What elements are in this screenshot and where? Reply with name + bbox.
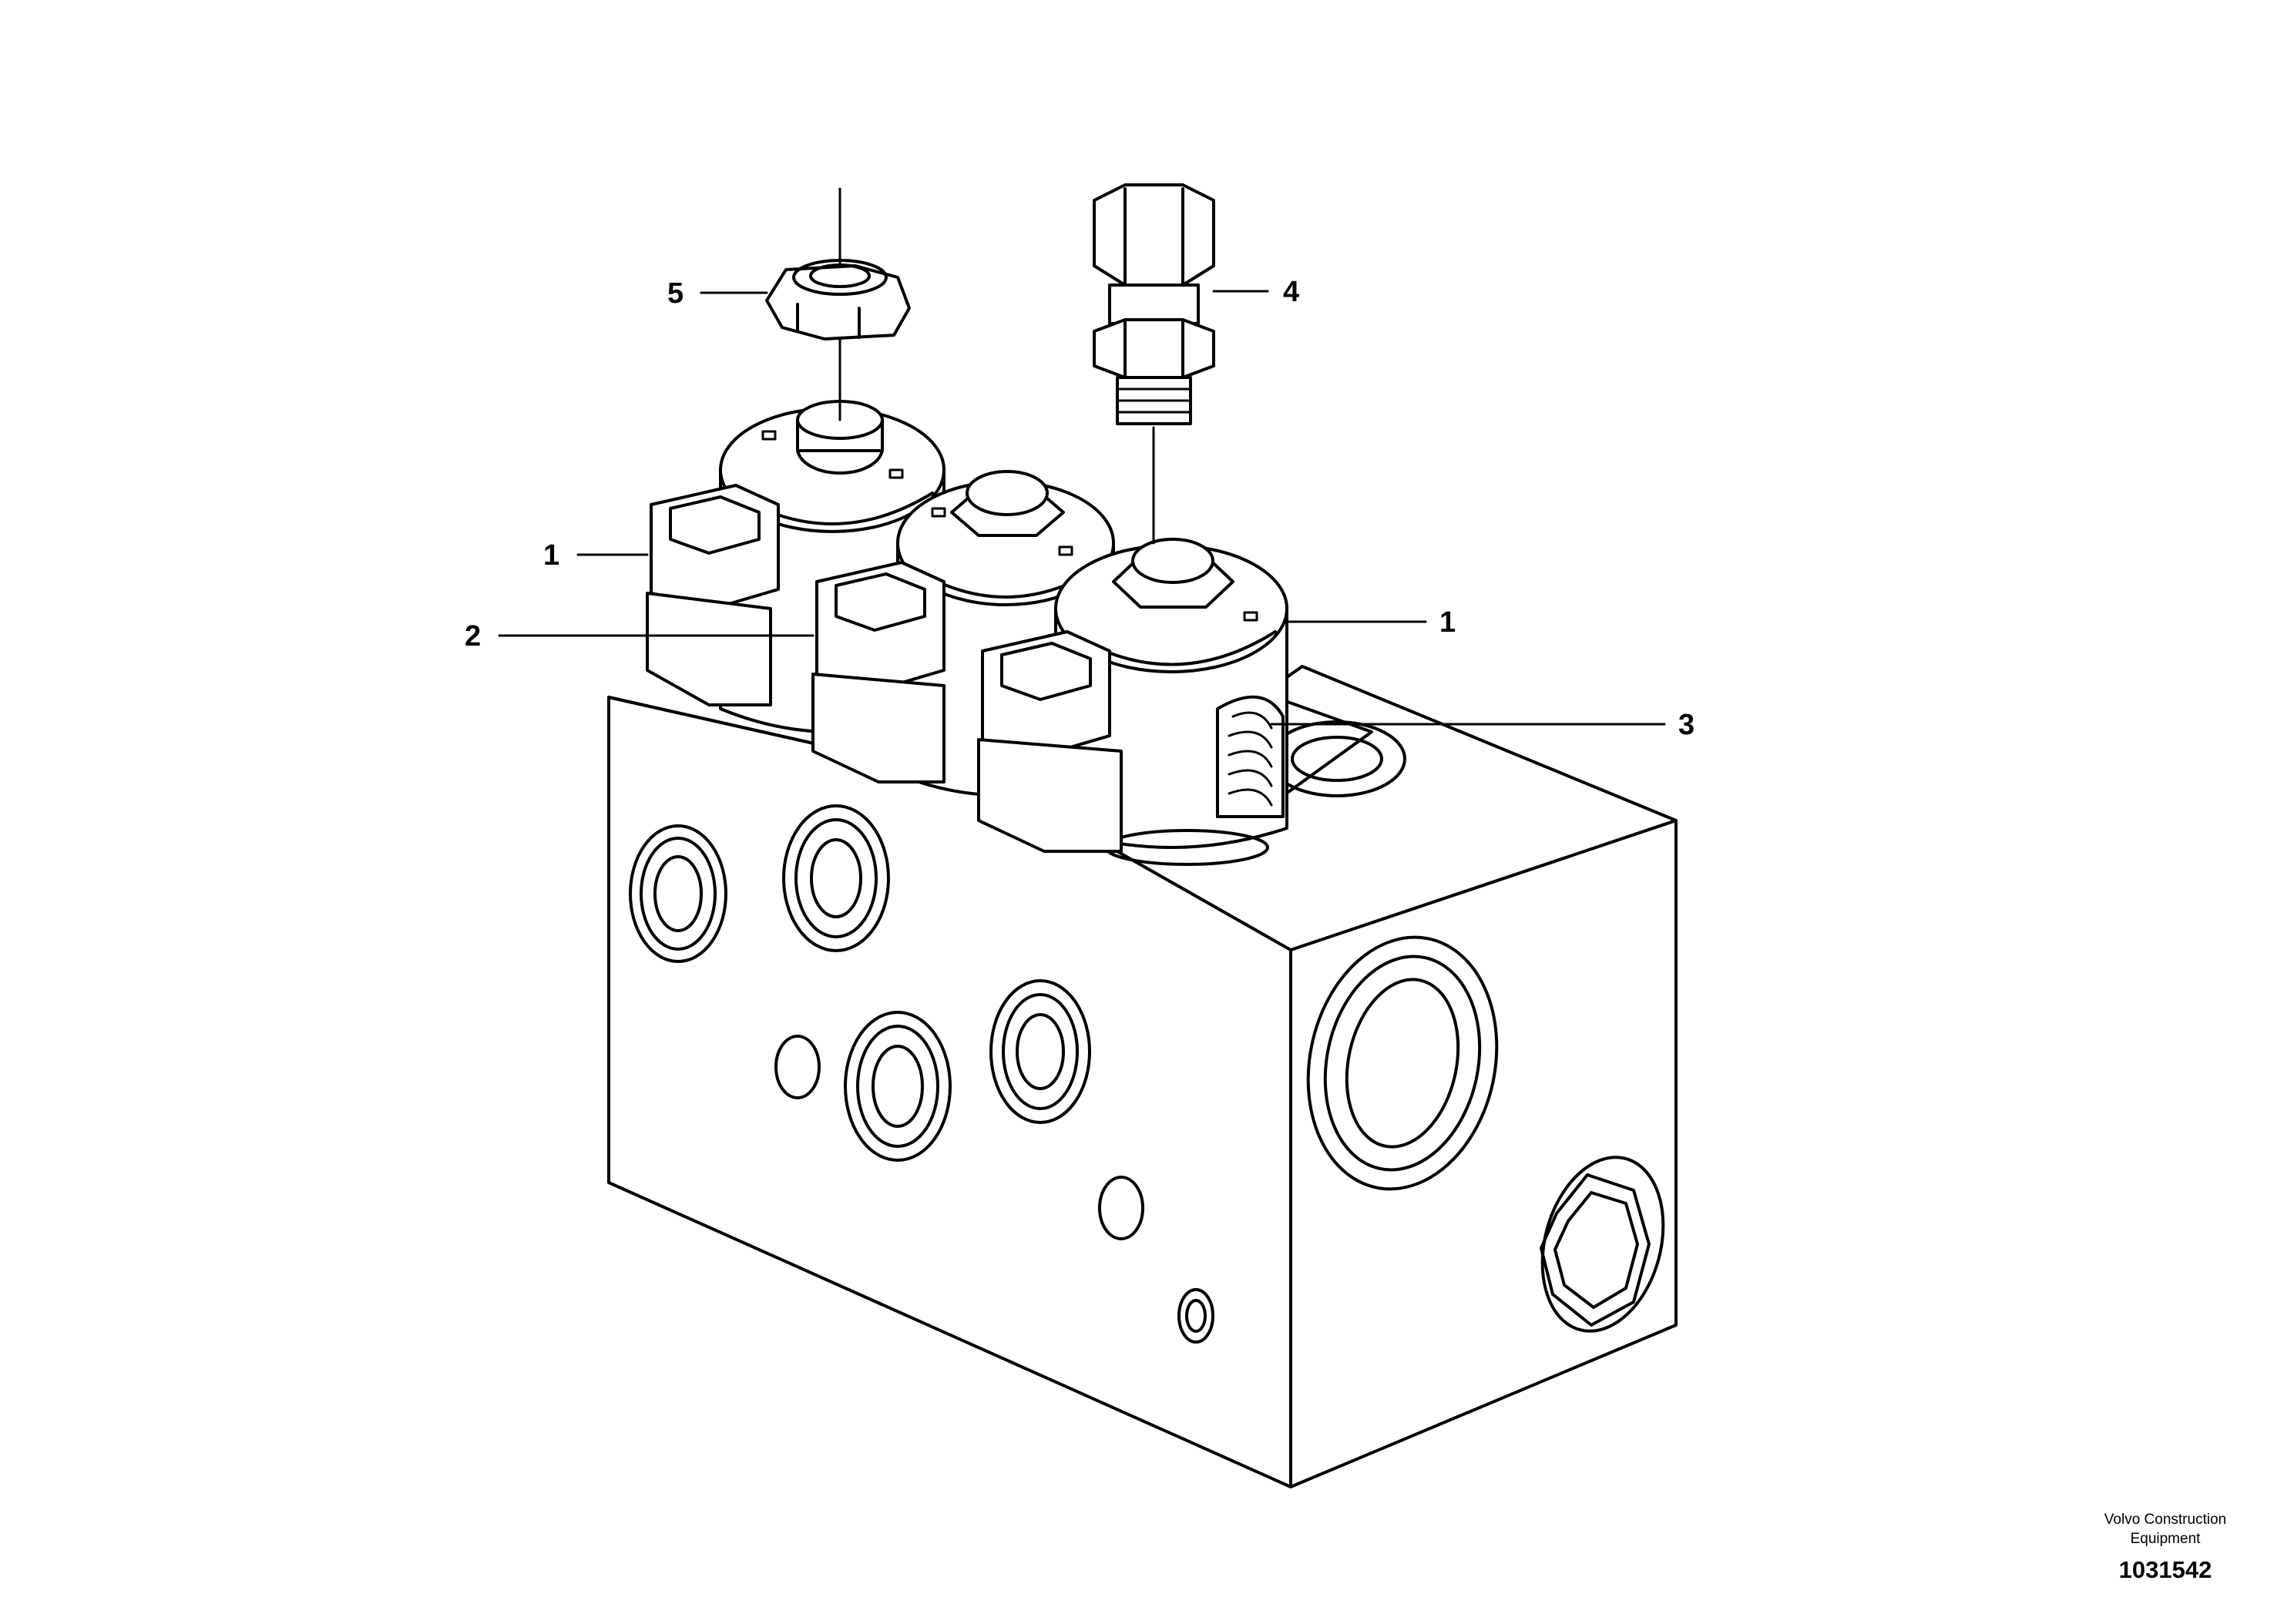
callouts: 1 2 5 4 1 3 (465, 276, 1694, 741)
callout-2: 2 (465, 620, 481, 653)
brand-block: Volvo Construction Equipment 1031542 (2050, 1510, 2281, 1584)
side-ports (1306, 935, 1665, 1333)
leader-lines (498, 187, 1666, 726)
solenoid-coil-front (977, 538, 1288, 866)
front-ports (629, 804, 1214, 1344)
pressure-fitting (1093, 183, 1215, 425)
callout-5: 5 (667, 277, 683, 310)
drawing-number: 1031542 (2118, 1556, 2212, 1583)
callout-1-left: 1 (543, 539, 559, 572)
brand-name-line2: Equipment (2130, 1531, 2201, 1547)
brand-name-line1: Volvo Construction (2104, 1512, 2227, 1528)
callout-4: 4 (1283, 276, 1299, 308)
lock-nut (765, 259, 911, 341)
callout-3: 3 (1678, 709, 1694, 741)
callout-1-right: 1 (1439, 606, 1456, 639)
